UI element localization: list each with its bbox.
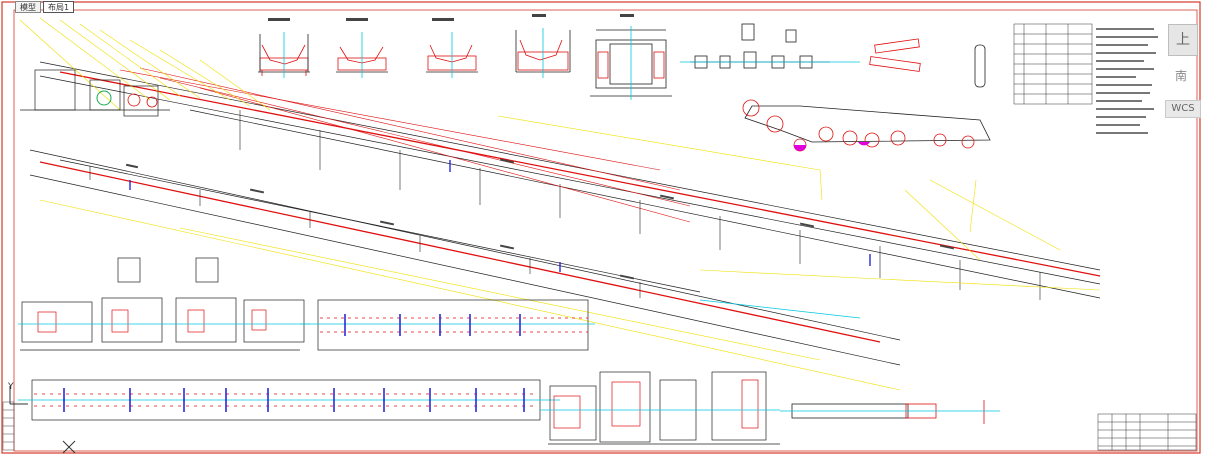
viewcube-face-icon[interactable]: 上: [1168, 24, 1198, 56]
shaft-detail: [780, 400, 1000, 424]
dimension-labels: [125, 158, 955, 280]
technical-notes: [1096, 28, 1158, 134]
conveyor-elevation-lower: [29, 149, 1101, 391]
idler-section-views: [258, 26, 672, 100]
left-index-strip: [2, 401, 15, 451]
tab-layout1[interactable]: 布局1: [43, 1, 75, 13]
compass-icon[interactable]: 南: [1174, 69, 1187, 83]
conveyor-elevation-upper: [19, 17, 1101, 300]
wcs-menu-button[interactable]: WCS: [1165, 100, 1201, 118]
section-view-titles: [268, 14, 634, 21]
layout-tab-bar: 模型 布局1: [15, 1, 75, 13]
close-x-icon: [62, 440, 76, 454]
title-block: [1097, 413, 1197, 451]
drive-unit-plan-views: [18, 257, 310, 351]
belt-plan-view-lower: [18, 379, 560, 421]
ucs-axis-label: Y: [8, 382, 14, 392]
parts-table: [1013, 23, 1093, 105]
viewcube[interactable]: 上 南 WCS: [1165, 24, 1201, 120]
head-drive-details: [540, 371, 780, 445]
belt-plan-view-upper: [300, 299, 595, 351]
sheet-border-inner: [13, 9, 1198, 452]
ucs-axis-icon: [9, 386, 28, 405]
tab-model[interactable]: 模型: [15, 1, 41, 13]
pulley-layout-sketch: [680, 23, 991, 152]
